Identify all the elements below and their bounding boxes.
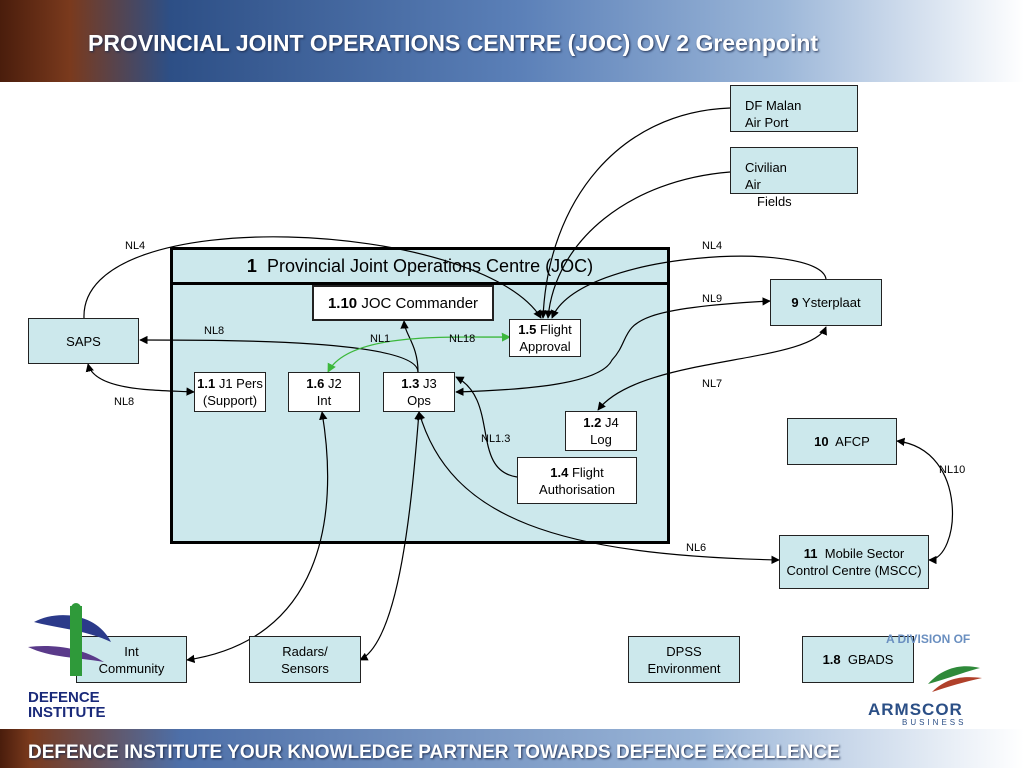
afcp-node: 10 AFCP	[787, 418, 897, 465]
flight-auth-number: 1.4	[550, 464, 569, 480]
saps-label: SAPS	[66, 333, 101, 349]
link-j2-flightapproval-nl18	[327, 332, 511, 373]
footer-banner: DEFENCE INSTITUTE YOUR KNOWLEDGE PARTNER…	[0, 729, 1024, 768]
joc-commander-node: 1.10 JOC Commander	[312, 285, 494, 321]
dpss-line2: Environment	[647, 660, 721, 676]
defence-institute-logo: DEFENCE INSTITUTE	[26, 602, 136, 722]
page-title: PROVINCIAL JOINT OPERATIONS CENTRE (JOC)…	[88, 30, 819, 56]
j4-line1: J4	[604, 415, 619, 430]
flight-authorisation-node: 1.4 Flight Authorisation	[517, 457, 637, 504]
radars-line1: Radars/	[282, 643, 328, 659]
flight-approval-line1: Flight	[539, 322, 572, 337]
j2-node: 1.6 J2 Int	[288, 372, 360, 412]
armscor-business-text: BUSINESS	[902, 718, 967, 727]
defence-institute-wordmark: DEFENCE INSTITUTE	[28, 689, 106, 721]
link-ysterplaat-j3-nl9	[455, 297, 771, 396]
label-nl1: NL1	[370, 333, 391, 345]
j2-line1: J2	[327, 376, 342, 391]
defence-institute-emblem-icon	[28, 603, 111, 676]
header-banner: PROVINCIAL JOINT OPERATIONS CENTRE (JOC)…	[0, 0, 1024, 82]
link-afcp-mscc-nl10	[896, 437, 953, 565]
mscc-number: 11	[803, 546, 818, 561]
j3-line1: J3	[422, 376, 437, 391]
df-malan-node: DF Malan Air Port	[730, 85, 858, 132]
gbads-node: 1.8 GBADS	[802, 636, 914, 683]
link-dfmalan-flight-approval	[539, 107, 731, 319]
mscc-line1: Mobile Sector	[824, 546, 905, 561]
flight-approval-node: 1.5 Flight Approval	[509, 319, 581, 357]
civilian-line3: Fields	[757, 194, 792, 209]
label-nl4-right: NL4	[702, 240, 723, 252]
radars-sensors-node: Radars/ Sensors	[249, 636, 361, 683]
flight-approval-line2: Approval	[519, 339, 571, 354]
j4-line2: Log	[590, 432, 612, 447]
link-j2-intcommunity	[186, 411, 329, 664]
j4-node: 1.2 J4 Log	[565, 411, 637, 451]
ysterplaat-node: 9 Ysterplaat	[770, 279, 882, 326]
armscor-swoosh-icon	[928, 666, 982, 692]
label-nl7: NL7	[702, 378, 723, 390]
flight-approval-number: 1.5	[518, 322, 537, 337]
armscor-logo: A DIVISION OF ARMSCOR BUSINESS	[864, 628, 1014, 728]
link-civilian-flight-approval	[544, 171, 731, 319]
ysterplaat-number: 9	[791, 295, 799, 310]
int-community-line1: Int	[124, 643, 139, 659]
afcp-label: AFCP	[835, 434, 870, 449]
afcp-number: 10	[814, 434, 829, 449]
link-j3-radars	[359, 411, 423, 661]
joc-number: 1	[246, 255, 257, 276]
label-nl6: NL6	[686, 542, 707, 554]
j1-node: 1.1 J1 Pers (Support)	[194, 372, 266, 412]
df-malan-line1: DF Malan	[745, 98, 802, 113]
civilian-line2: Air	[745, 177, 761, 192]
label-nl10: NL10	[939, 464, 966, 476]
link-ysterplaat-nl4	[551, 255, 827, 319]
flight-auth-line2: Authorisation	[539, 481, 615, 497]
dpss-environment-node: DPSS Environment	[628, 636, 740, 683]
j2-number: 1.6	[306, 376, 325, 391]
j3-number: 1.3	[401, 376, 420, 391]
civilian-line1: Civilian	[745, 160, 787, 175]
link-saps-j1-nl8	[85, 363, 195, 396]
flight-auth-line1: Flight	[571, 464, 604, 480]
joc-commander-label: JOC Commander	[361, 294, 479, 312]
j4-number: 1.2	[583, 415, 602, 430]
j1-line1: J1 Pers	[218, 376, 263, 391]
armscor-wordmark: ARMSCOR	[868, 700, 963, 719]
j3-node: 1.3 J3 Ops	[383, 372, 455, 412]
j3-line2: Ops	[407, 393, 431, 408]
j1-number: 1.1	[197, 376, 216, 391]
link-j3-commander-nl1	[400, 320, 419, 373]
label-nl18: NL18	[449, 333, 476, 345]
int-community-line2: Community	[98, 660, 165, 676]
link-saps-nl4	[83, 236, 542, 319]
armscor-division-text: A DIVISION OF	[886, 632, 971, 646]
gbads-label: GBADS	[847, 652, 894, 667]
gbads-number: 1.8	[822, 652, 841, 667]
joc-commander-number: 1.10	[327, 294, 358, 312]
saps-node: SAPS	[28, 318, 139, 364]
link-j3-mscc-nl6	[417, 411, 780, 565]
joc-title: 1 Provincial Joint Operations Centre (JO…	[170, 247, 670, 285]
label-nl8-bottom: NL8	[114, 396, 135, 408]
df-malan-line2: Air Port	[745, 115, 789, 130]
mscc-line2: Control Centre (MSCC)	[786, 563, 922, 578]
civilian-airfields-node: Civilian Air Fields	[730, 147, 858, 209]
dpss-line1: DPSS	[666, 643, 702, 659]
j2-line2: Int	[316, 393, 332, 408]
radars-line2: Sensors	[281, 660, 329, 676]
label-nl8-top: NL8	[204, 325, 225, 337]
link-ysterplaat-j4-nl7	[597, 326, 827, 411]
mscc-node: 11 Mobile Sector Control Centre (MSCC)	[779, 535, 929, 589]
j1-line2: (Support)	[202, 393, 258, 408]
ysterplaat-label: Ysterplaat	[802, 295, 861, 310]
joc-title-label: Provincial Joint Operations Centre (JOC)	[266, 255, 594, 276]
label-nl4-left: NL4	[125, 240, 146, 252]
footer-slogan: DEFENCE INSTITUTE YOUR KNOWLEDGE PARTNER…	[28, 742, 840, 763]
label-nl13: NL1.3	[481, 433, 511, 445]
label-nl9: NL9	[702, 293, 723, 305]
